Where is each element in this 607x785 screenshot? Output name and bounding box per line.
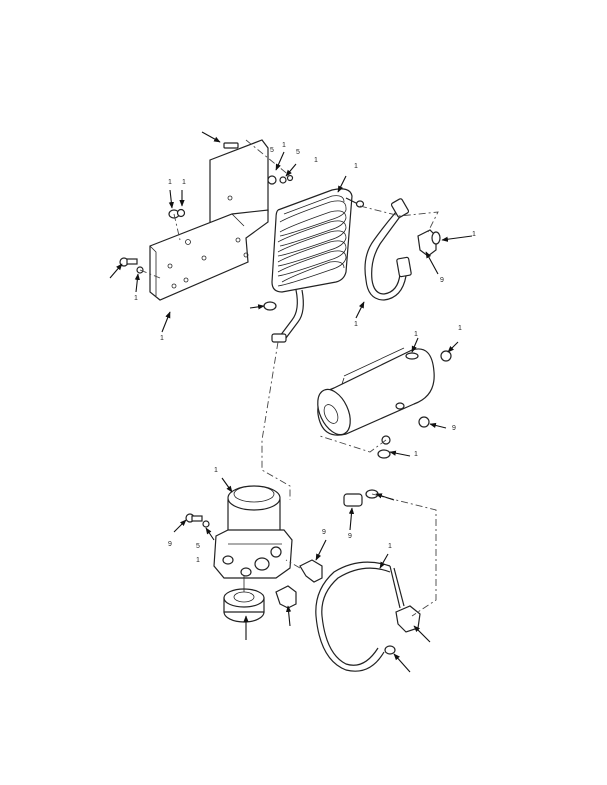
callout-label: 1 bbox=[354, 163, 358, 170]
callout-label: 1 bbox=[414, 451, 418, 458]
callout-label: 9 bbox=[322, 529, 326, 536]
callout-label: 1 bbox=[414, 331, 418, 338]
callout-label: 1 bbox=[168, 179, 172, 186]
callout-label: 1 bbox=[160, 335, 164, 342]
callout-label: 1 bbox=[388, 543, 392, 550]
tank-connector bbox=[343, 489, 379, 507]
air-dryer bbox=[185, 485, 293, 579]
callout-label: 1 bbox=[472, 231, 476, 238]
callout-label: 1 bbox=[196, 557, 200, 564]
callout-label: 1 bbox=[214, 467, 218, 474]
routing-lines bbox=[139, 139, 439, 617]
callout-label: 1 bbox=[314, 157, 318, 164]
air-tank bbox=[317, 347, 452, 459]
purge-housing bbox=[223, 576, 265, 623]
elbow-fittings bbox=[275, 559, 323, 609]
callout-label: 9 bbox=[348, 533, 352, 540]
callout-label: 1 bbox=[182, 179, 186, 186]
callout-label: 1 bbox=[134, 295, 138, 302]
mounting-bracket bbox=[149, 139, 269, 301]
callout-label: 1 bbox=[282, 142, 286, 149]
leader-arrows bbox=[109, 131, 473, 673]
callout-label: 5 bbox=[270, 147, 274, 154]
callout-label: 9 bbox=[168, 541, 172, 548]
callout-label: 1 bbox=[354, 321, 358, 328]
hose-assembly bbox=[364, 198, 441, 301]
callout-label: 5 bbox=[196, 543, 200, 550]
cooling-coil bbox=[263, 188, 365, 343]
bracket-hardware bbox=[119, 142, 294, 274]
lower-hose bbox=[315, 561, 421, 672]
callout-label: 9 bbox=[440, 277, 444, 284]
callout-label: 5 bbox=[296, 149, 300, 156]
callout-labels: 1 1 5 1 1 1 1 9 1 1 1 1 9 1 5 1 9 1 9 1 … bbox=[134, 142, 476, 564]
callout-label: 9 bbox=[452, 425, 456, 432]
callout-label: 1 bbox=[458, 325, 462, 332]
